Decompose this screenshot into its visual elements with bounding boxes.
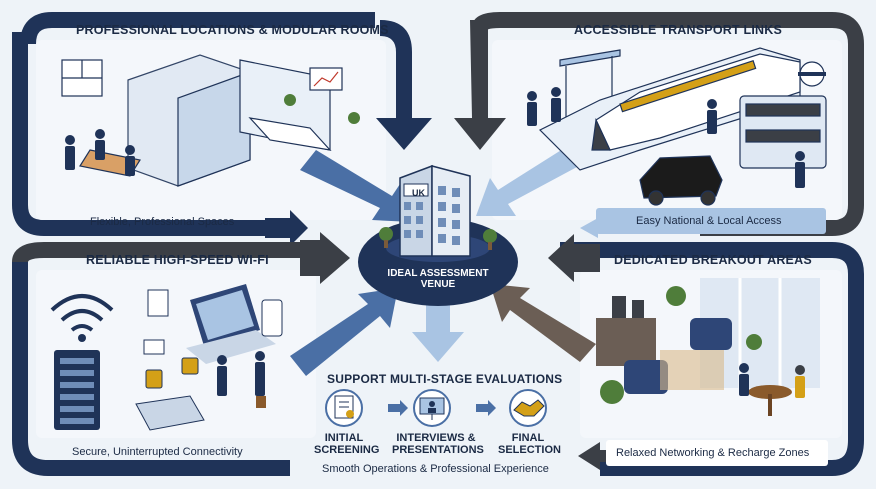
video-call-icon	[413, 389, 451, 427]
caption-band-bottom-right	[606, 440, 828, 466]
office-illustration	[61, 54, 343, 187]
title-wifi: Reliable High-Speed Wi-Fi	[86, 253, 269, 267]
evaluations-footer: Smooth Operations & Professional Experie…	[322, 463, 549, 475]
stage-arrow-2	[476, 400, 496, 416]
stage-1-line1: Initial	[324, 432, 364, 444]
title-transport-links: Accessible Transport Links	[574, 23, 782, 37]
title-breakout-areas: Dedicated Breakout Areas	[614, 253, 812, 267]
arrow-top-left-down	[376, 20, 432, 150]
stage-interviews-presentations: Interviews & Presentations	[392, 432, 484, 456]
caption-networking-zones: Relaxed Networking & Recharge Zones	[616, 447, 810, 459]
caption-national-access: Easy National & Local Access	[636, 215, 782, 227]
title-professional-locations: Professional Locations & Modular Rooms	[76, 23, 389, 37]
transport-people	[527, 87, 805, 188]
office-people	[65, 94, 360, 176]
center-venue	[358, 164, 518, 306]
arrow-bottom-right-left	[548, 234, 600, 282]
building-sign: UK	[412, 188, 425, 198]
breakout-illustration	[596, 278, 820, 416]
center-label-line1: Ideal Assessment	[387, 268, 489, 279]
caption-flexible-spaces: Flexible, Professional Spaces	[90, 216, 235, 228]
stage-2-line2: Presentations	[392, 444, 484, 456]
arrow-to-center-from-bottom-right	[490, 284, 596, 362]
arrow-to-center-from-bottom-left	[290, 288, 398, 376]
stage-arrow-1	[388, 400, 408, 416]
caption-band-top-right	[596, 208, 826, 234]
stage-3-line2: Selection	[498, 444, 561, 456]
stage-2-line1: Interviews &	[396, 432, 476, 444]
stage-3-line1: Final	[511, 432, 545, 444]
arrow-bottom-right-caption	[578, 442, 610, 470]
arrow-top-left-caption	[265, 210, 308, 246]
arrow-to-center-from-top-left	[300, 150, 412, 222]
center-label: Ideal Assessment Venue	[386, 268, 490, 290]
stage-final-selection: Final Selection	[498, 432, 561, 456]
evaluations-title: Support Multi-Stage Evaluations	[327, 372, 563, 386]
arrow-center-down	[412, 300, 464, 362]
stage-1-line2: Screening	[314, 444, 380, 456]
center-label-line2: Venue	[420, 279, 456, 290]
wifi-illustration	[50, 284, 283, 431]
stage-initial-screening: Initial Screening	[314, 432, 380, 456]
arrow-bottom-left-right	[300, 232, 350, 284]
transport-illustration	[538, 47, 827, 206]
arrow-top-right-down	[454, 20, 506, 150]
checklist-icon	[325, 389, 363, 427]
caption-connectivity: Secure, Uninterrupted Connectivity	[72, 446, 243, 458]
handshake-icon	[509, 389, 547, 427]
arrow-to-center-from-top-right	[476, 142, 590, 216]
